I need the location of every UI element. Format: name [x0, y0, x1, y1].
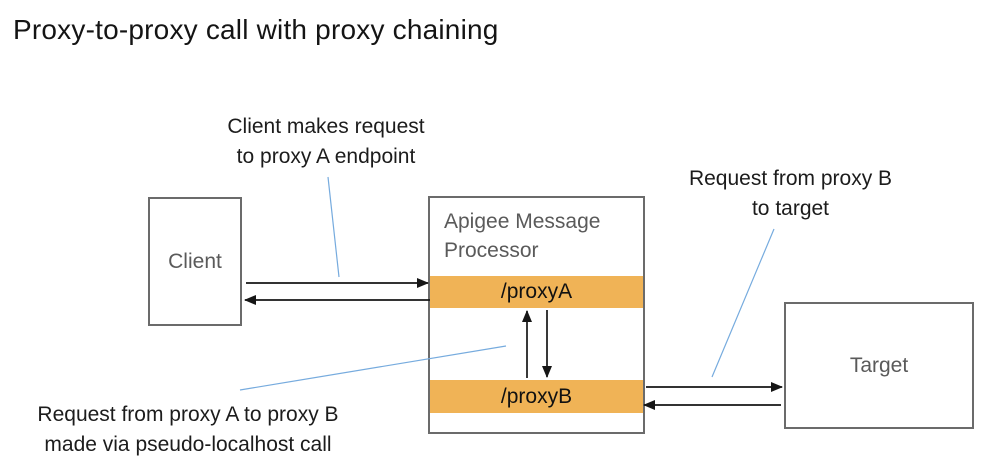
- proxya-endpoint-bar: /proxyA: [430, 276, 643, 308]
- target-node-label: Target: [849, 353, 909, 377]
- target-node: Target: [784, 302, 974, 429]
- annotation-proxyb-to-target: Request from proxy B to target: [663, 164, 918, 224]
- annotation-proxyb-to-target-line1: Request from proxy B: [688, 167, 893, 190]
- callout-line-proxyb-to-target: [711, 228, 775, 378]
- annotation-client-request-line2: to proxy A endpoint: [236, 145, 416, 168]
- annotation-proxya-to-proxyb: Request from proxy A to proxy B made via…: [8, 400, 368, 460]
- proxyb-endpoint-bar: /proxyB: [430, 380, 643, 413]
- annotation-proxyb-to-target-line2: to target: [751, 197, 830, 220]
- annotation-client-request-line1: Client makes request: [227, 115, 425, 138]
- callout-line-client-request: [327, 176, 340, 278]
- message-processor-node: Apigee Message Processor /proxyA /proxyB: [428, 196, 645, 434]
- proxyb-endpoint-label: /proxyB: [500, 384, 573, 408]
- page-title: Proxy-to-proxy call with proxy chaining: [13, 14, 499, 45]
- annotation-proxya-to-proxyb-line2: made via pseudo-localhost call: [44, 433, 332, 456]
- proxya-endpoint-label: /proxyA: [500, 280, 573, 303]
- client-node-label: Client: [168, 249, 222, 273]
- annotation-client-request: Client makes request to proxy A endpoint: [210, 112, 442, 172]
- client-node: Client: [148, 197, 242, 326]
- annotation-proxya-to-proxyb-line1: Request from proxy A to proxy B: [37, 403, 339, 426]
- message-processor-label: Apigee Message Processor: [444, 210, 601, 262]
